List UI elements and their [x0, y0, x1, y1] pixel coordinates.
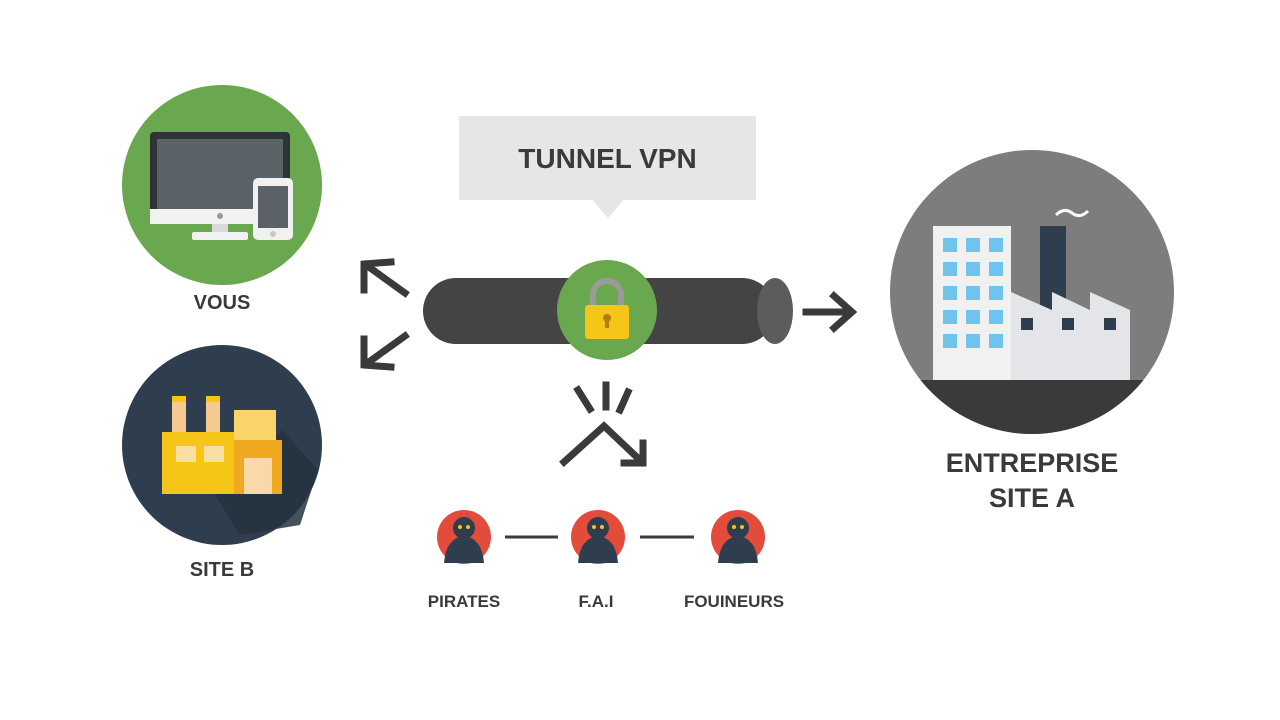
site-a-label-line2: SITE A	[989, 483, 1075, 513]
callout-title: TUNNEL VPN	[518, 143, 696, 174]
site-b-node: SITE B	[122, 345, 322, 581]
vpn-tunnel	[423, 260, 793, 360]
site-b-label: SITE B	[190, 559, 254, 581]
site-a-node: ENTREPRISE SITE A	[890, 150, 1174, 513]
vous-node: VOUS	[122, 85, 322, 314]
threat-label-pirates: PIRATES	[428, 592, 500, 611]
hooded-figure-icon	[718, 517, 758, 563]
threat-fouineurs: FOUINEURS	[684, 510, 784, 611]
tunnel-vpn-callout: TUNNEL VPN	[459, 116, 756, 218]
threats-row: PIRATES F.A.I FOUINEURS	[428, 510, 784, 611]
deflected-attack-icon	[559, 381, 647, 467]
threat-fai: F.A.I	[571, 510, 625, 611]
padlock-icon	[585, 278, 629, 339]
threat-label-fouineurs: FOUINEURS	[684, 592, 784, 611]
computer-and-phone-icon	[150, 132, 293, 240]
threat-pirates: PIRATES	[428, 510, 500, 611]
arrow-to-vous-icon	[360, 258, 410, 298]
arrow-to-site-b-icon	[360, 331, 410, 371]
threat-label-fai: F.A.I	[579, 592, 614, 611]
vous-label: VOUS	[194, 292, 251, 314]
arrow-to-site-a-icon	[802, 291, 858, 333]
hooded-figure-icon	[578, 517, 618, 563]
factory-icon	[162, 396, 318, 535]
hooded-figure-icon	[444, 517, 484, 563]
site-a-label-line1: ENTREPRISE	[946, 448, 1119, 478]
